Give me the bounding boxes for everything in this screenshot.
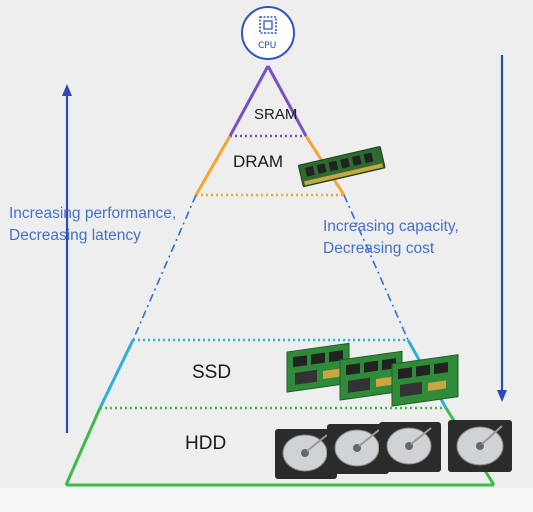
gap-edge-left bbox=[132, 194, 197, 341]
right-arrow-caption: Increasing capacity, Decreasing cost bbox=[323, 216, 459, 260]
ssd-drive-images bbox=[286, 342, 459, 407]
sram-edge-left bbox=[228, 65, 270, 137]
hdd-label: HDD bbox=[185, 433, 227, 454]
left-caption-line1: Increasing performance, bbox=[9, 205, 177, 222]
cpu-label: CPU bbox=[258, 41, 277, 51]
gap-edge-right bbox=[343, 194, 409, 341]
sram-edge-right bbox=[266, 65, 308, 137]
left-arrow-caption: Increasing performance, Decreasing laten… bbox=[9, 203, 176, 247]
dram-module-image bbox=[298, 146, 386, 188]
right-caption-line1: Increasing capacity, bbox=[323, 218, 459, 235]
cpu-icon bbox=[241, 6, 295, 60]
ssd-edge-left bbox=[98, 339, 135, 409]
performance-arrow-up bbox=[62, 84, 72, 433]
hdd-edge-left bbox=[64, 407, 102, 486]
ssd-label: SSD bbox=[192, 362, 232, 383]
right-caption-line2: Decreasing cost bbox=[323, 240, 435, 257]
hdd-drive-images bbox=[275, 420, 512, 479]
bottom-strip bbox=[0, 488, 533, 512]
dram-edge-left bbox=[194, 135, 232, 196]
dram-label: DRAM bbox=[233, 152, 284, 171]
sram-label: SRAM bbox=[254, 106, 298, 123]
left-caption-line2: Decreasing latency bbox=[9, 227, 141, 244]
capacity-arrow-down bbox=[497, 55, 507, 402]
